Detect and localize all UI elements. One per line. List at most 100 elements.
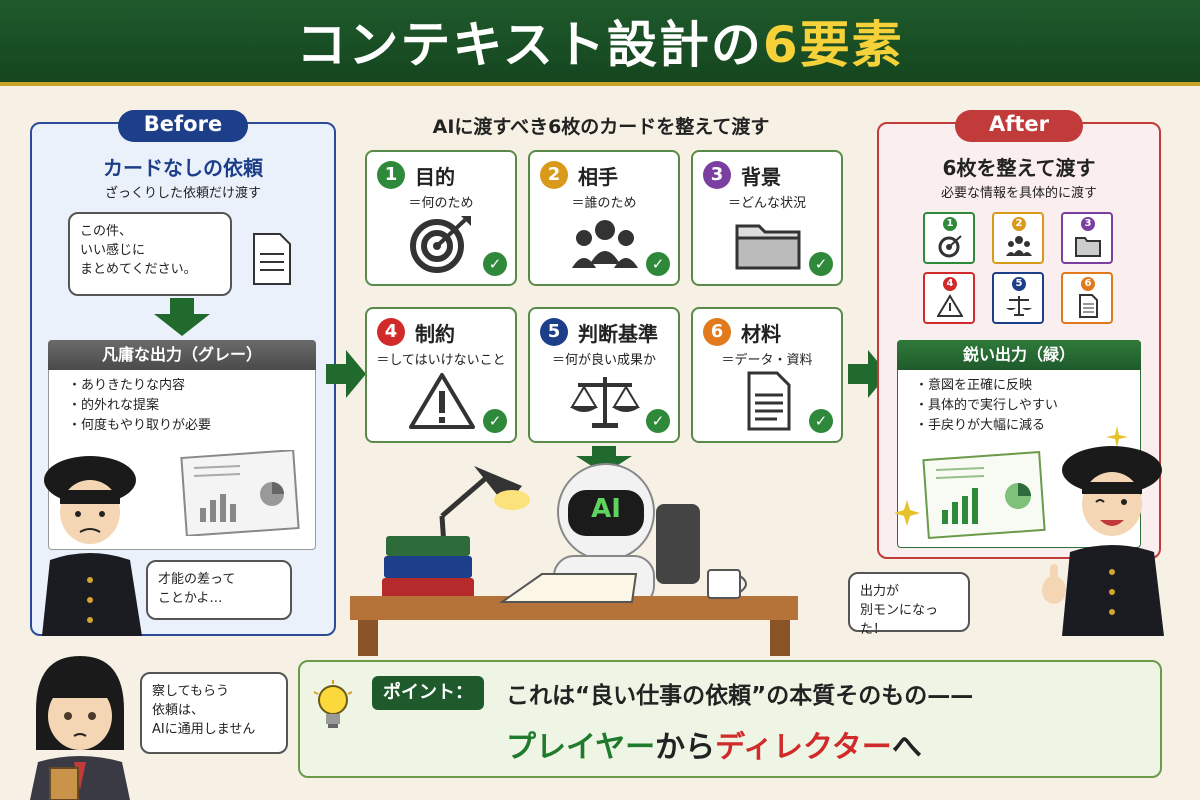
before-title: カードなしの依頼	[103, 156, 263, 180]
point-bubble: 察してもらう 依頼は、 AIに通用しません	[140, 672, 288, 754]
bubble-line: 依頼は、	[152, 703, 205, 718]
after-tag: After	[955, 110, 1083, 142]
mini-card-number: 5	[1012, 277, 1026, 291]
before-tag: Before	[118, 110, 248, 142]
title-accent: 6要素	[762, 16, 904, 74]
document-icon	[747, 371, 791, 431]
scale-icon	[570, 377, 640, 428]
bullet-item: ・意図を正確に反映	[915, 378, 1033, 393]
title-bar: コンテキスト設計の 6要素	[0, 0, 1200, 86]
card-purpose: 1 目的 ＝何のため ✓	[365, 150, 517, 286]
after-character-quote: 出力が 別モンになった！	[848, 572, 970, 637]
bland-output-bullets: ・ありきたりな内容 ・的外れな提案 ・何度もやり取りが必要	[68, 376, 308, 436]
bubble-line: 察してもらう	[152, 684, 229, 699]
right-arrow-icon	[326, 350, 366, 398]
request-bubble: この件、 いい感じに まとめてください。	[68, 212, 232, 296]
warning-icon	[937, 294, 963, 317]
check-icon: ✓	[646, 409, 670, 433]
mini-card-number: 3	[1081, 217, 1095, 231]
down-arrow-icon	[154, 298, 210, 336]
sparkle-icon	[1106, 426, 1128, 448]
mini-card-number: 6	[1081, 277, 1095, 291]
quote-line: 才能の差って	[158, 572, 236, 587]
card-number: 2	[540, 161, 568, 189]
quote-line: 別モンになった！	[860, 603, 939, 637]
request-line: この件、	[80, 224, 133, 239]
bullet-item: ・手戻りが大幅に減る	[915, 418, 1046, 433]
card-subtitle: ＝してはいけないこと	[376, 353, 506, 368]
card-number: 5	[540, 318, 568, 346]
folder-icon	[735, 224, 801, 270]
memo-icon	[253, 233, 291, 285]
card-title: 判断基準	[578, 322, 658, 346]
sharp-output-title: 鋭い出力（緑）	[897, 340, 1141, 370]
card-title: 目的	[415, 165, 455, 189]
after-title: 6枚を整えて渡す	[942, 156, 1096, 180]
to-word: へ	[891, 730, 922, 765]
people-icon	[572, 220, 638, 268]
mini-card-number: 2	[1012, 217, 1026, 231]
player-word: プレイヤー	[506, 730, 656, 765]
mini-card: 6	[1061, 272, 1113, 324]
mini-card-number: 1	[943, 217, 957, 231]
target-icon	[410, 216, 471, 273]
folder-icon	[1075, 237, 1101, 257]
card-constraints: 4 制約 ＝してはいけないこと ✓	[365, 307, 517, 443]
sharp-output-bullets: ・意図を正確に反映 ・具体的で実行しやすい ・手戻りが大幅に減る	[915, 376, 1135, 436]
card-number: 1	[377, 161, 405, 189]
before-subtitle: ざっくりした依頼だけ渡す	[104, 186, 261, 201]
after-subtitle: 必要な情報を具体的に渡す	[940, 186, 1097, 201]
worried-student-icon	[42, 456, 142, 636]
check-icon: ✓	[483, 409, 507, 433]
card-subtitle: ＝データ・資料	[721, 353, 813, 368]
mini-card: 1	[923, 212, 975, 264]
document-icon	[1079, 294, 1098, 318]
card-number: 6	[703, 318, 731, 346]
point-conclusion: プレイヤーからディレクターへ	[506, 722, 1146, 766]
green-report-icon	[922, 450, 1046, 540]
center-heading: AIに渡すべき6枚のカードを整えて渡す	[432, 116, 770, 138]
bubble-line: AIに通用しません	[152, 722, 256, 737]
down-arrow-icon	[576, 446, 632, 474]
bullet-item: ・ありきたりな内容	[68, 378, 186, 393]
from-word: から	[655, 730, 716, 765]
lightbulb-icon	[313, 680, 353, 728]
card-title: 相手	[578, 165, 618, 189]
ai-desk-scene	[350, 463, 798, 656]
card-background: 3 背景 ＝どんな状況 ✓	[691, 150, 843, 286]
happy-student-icon	[1042, 446, 1164, 636]
gray-report-icon	[180, 450, 300, 536]
point-statement: これは“良い仕事の依頼”の本質そのもの——	[506, 683, 974, 709]
mini-card: 5	[992, 272, 1044, 324]
card-title: 背景	[741, 165, 781, 189]
mini-card: 3	[1061, 212, 1113, 264]
warning-icon	[409, 373, 475, 429]
quote-line: ことかよ…	[158, 591, 223, 606]
bullet-item: ・何度もやり取りが必要	[68, 418, 212, 433]
card-subtitle: ＝何のため	[408, 196, 474, 211]
card-title: 材料	[741, 322, 781, 346]
request-line: まとめてください。	[80, 262, 197, 277]
target-icon	[938, 235, 962, 258]
card-audience: 2 相手 ＝誰のため ✓	[528, 150, 680, 286]
scale-icon	[1006, 296, 1032, 316]
request-line: いい感じに	[80, 243, 146, 258]
bullet-item: ・的外れな提案	[68, 398, 160, 413]
sparkle-icon	[894, 500, 920, 526]
card-number: 3	[703, 161, 731, 189]
card-number: 4	[377, 318, 405, 346]
title-main: コンテキスト設計の	[296, 16, 763, 74]
mini-card: 4	[923, 272, 975, 324]
check-icon: ✓	[646, 252, 670, 276]
people-icon	[1006, 236, 1032, 256]
check-icon: ✓	[809, 252, 833, 276]
check-icon: ✓	[809, 409, 833, 433]
check-icon: ✓	[483, 252, 507, 276]
card-subtitle: ＝どんな状況	[727, 196, 806, 211]
card-materials: 6 材料 ＝データ・資料 ✓	[691, 307, 843, 443]
point-tag: ポイント：	[372, 676, 484, 710]
before-character-quote: 才能の差って ことかよ…	[146, 560, 292, 620]
mini-card-number: 4	[943, 277, 957, 291]
card-subtitle: ＝誰のため	[571, 196, 637, 211]
card-title: 制約	[415, 322, 455, 346]
